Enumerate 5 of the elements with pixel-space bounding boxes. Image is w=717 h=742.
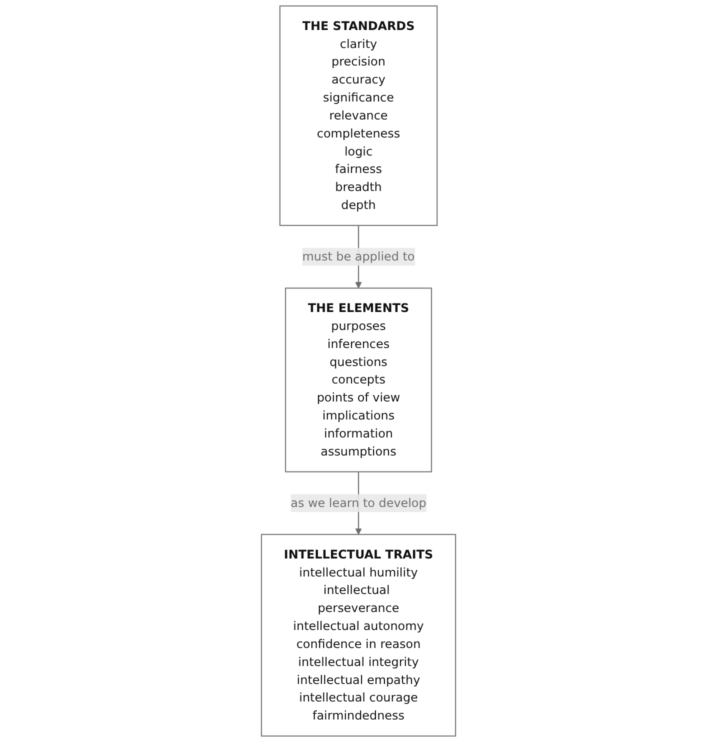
edge-label: must be applied to <box>302 249 415 264</box>
node-box: THE ELEMENTS purposes inferences questions concepts points of view implications information assumptions <box>284 288 432 472</box>
node-box: THE STANDARDS clarity precision accuracy significance relevance completeness logic fairness breadth depth <box>279 5 438 226</box>
node-box: INTELLECTUAL TRAITS intellectual humility intellectual perseverance intellectual autonomy confidence in reason intellectual integrity intellectual empathy intellectual courage fairmindedness <box>260 534 456 737</box>
edge-label: as we learn to develop <box>290 496 426 510</box>
